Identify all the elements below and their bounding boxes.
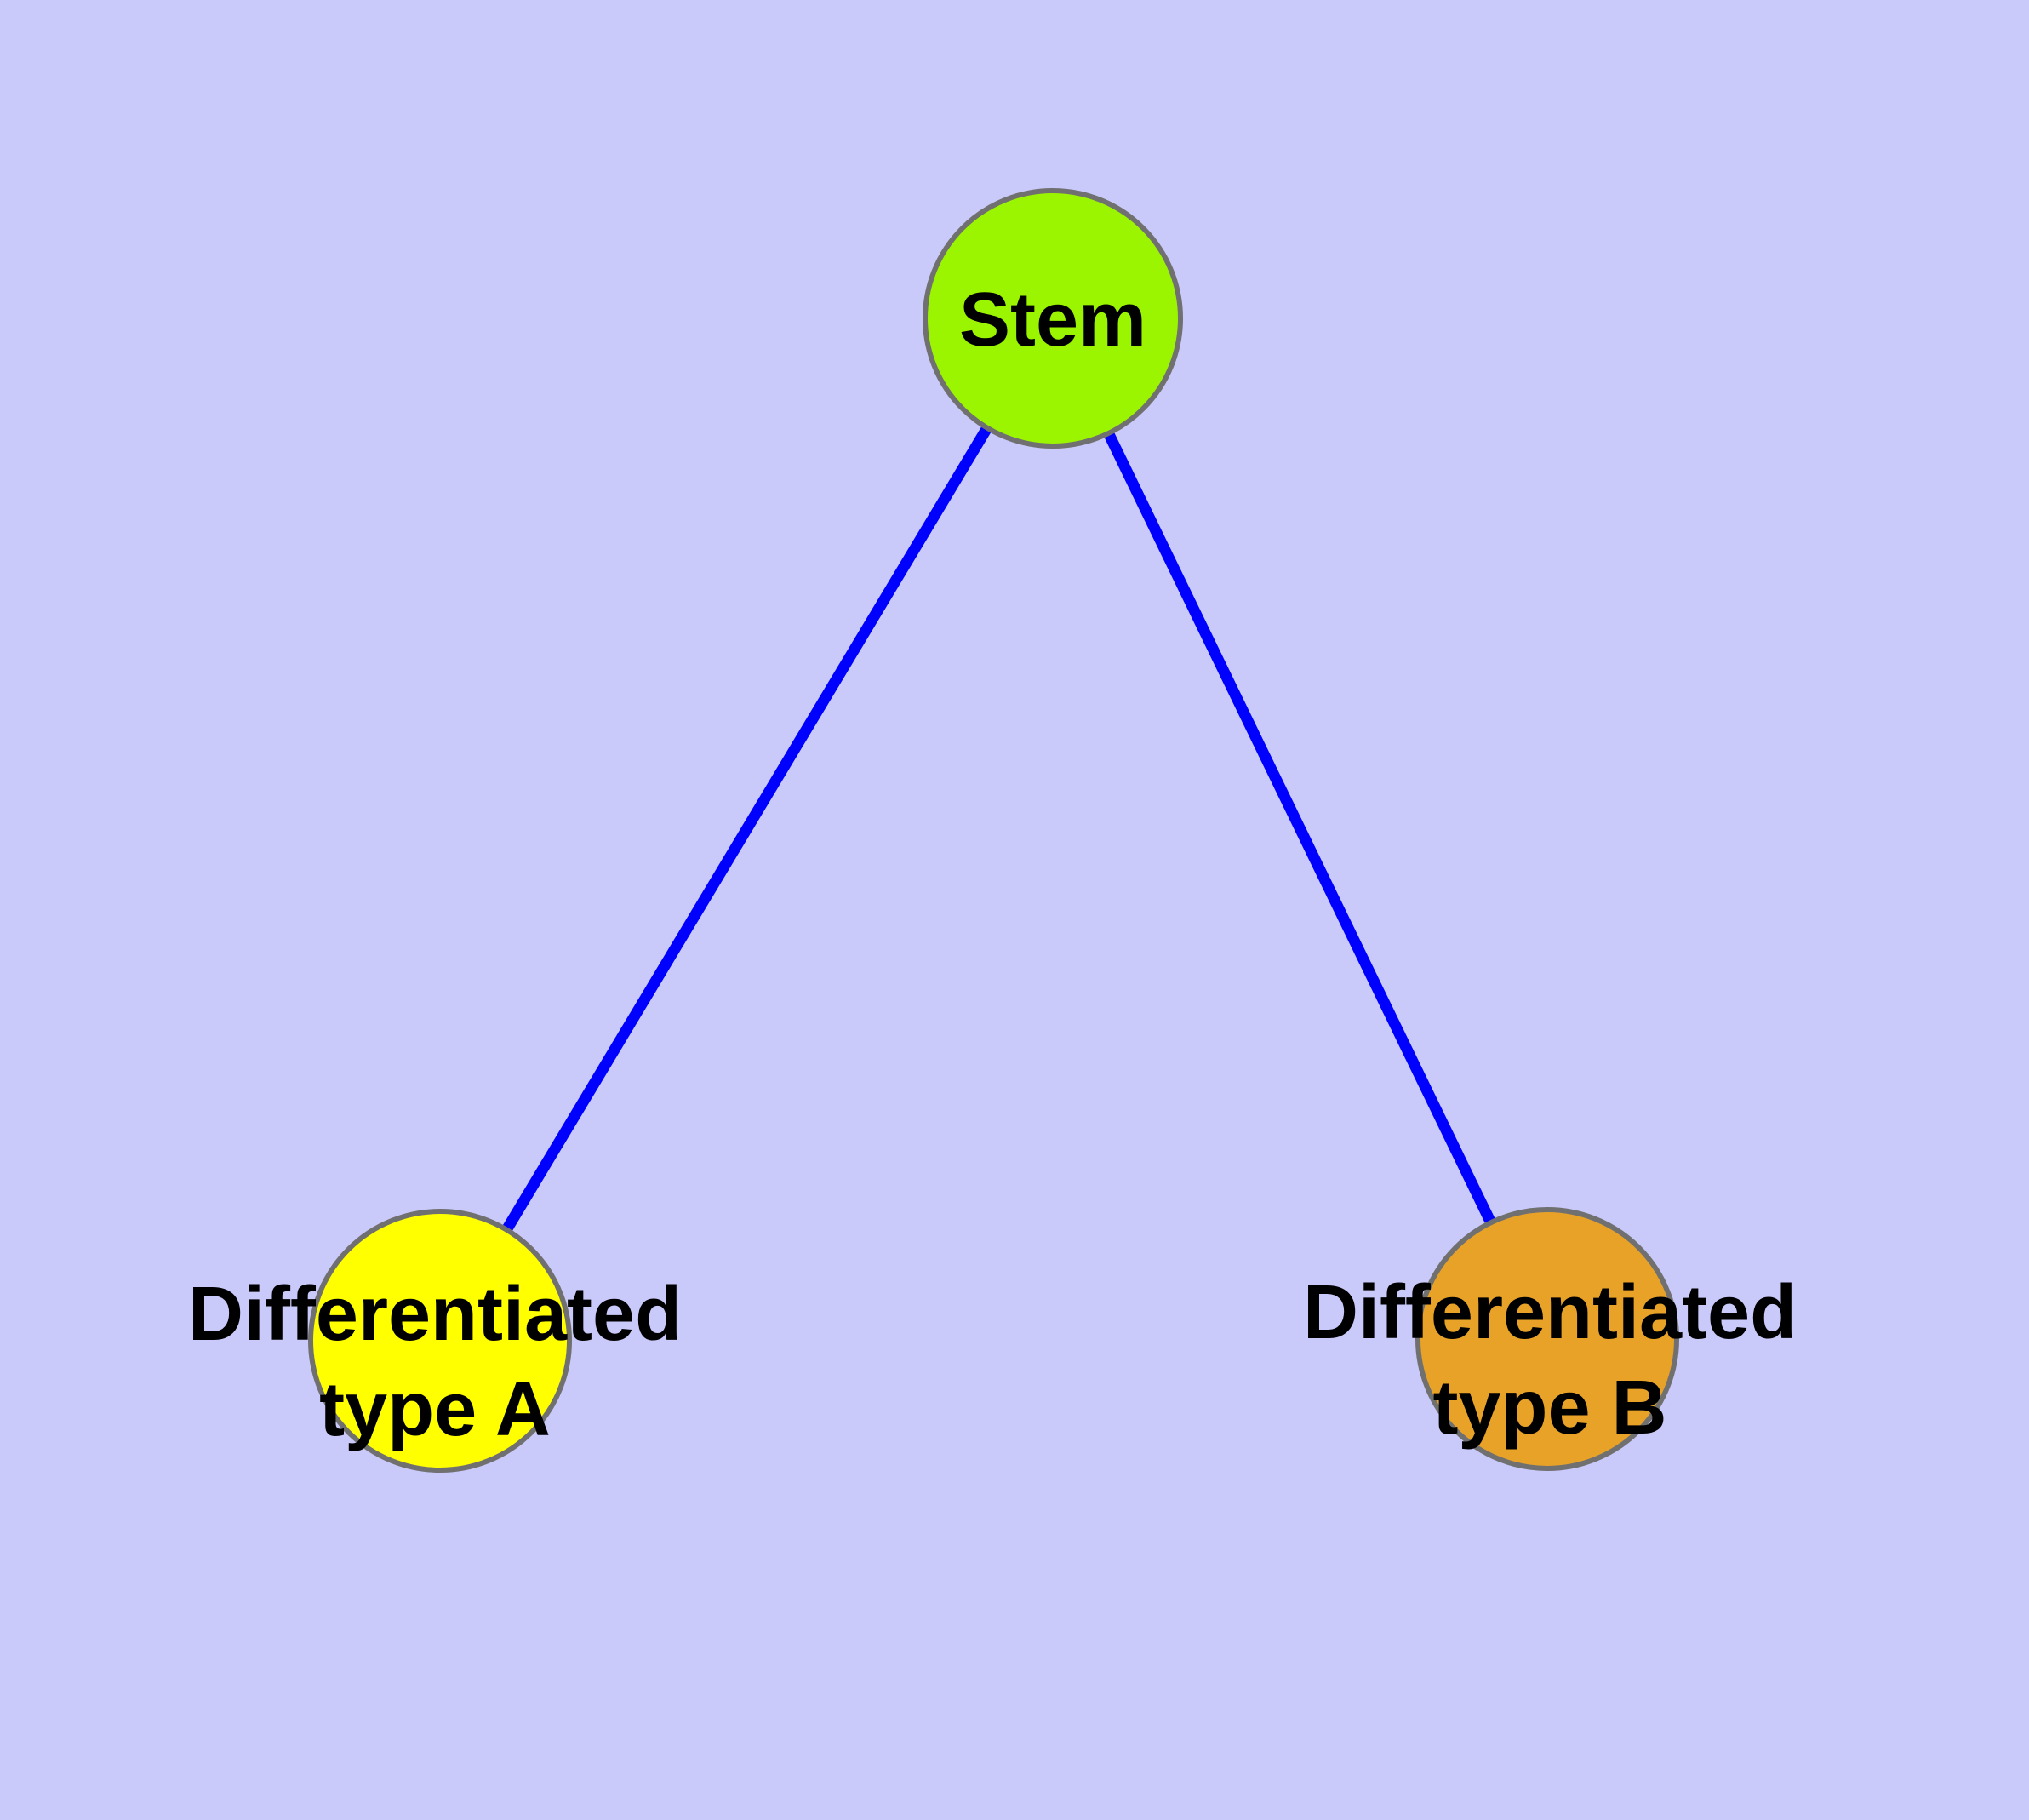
- node-differentiated-type-a: [308, 1209, 572, 1473]
- node-stem: [923, 188, 1183, 449]
- node-differentiated-type-b: [1415, 1207, 1679, 1471]
- node-label-type-b-line-1: Differentiated: [1302, 1270, 1798, 1355]
- edge-stem-to-type-b: [1048, 316, 1552, 1342]
- node-label-stem: Stem: [959, 272, 1146, 368]
- edge-stem-to-type-a: [435, 315, 1058, 1344]
- node-label-type-a-line-2: type A: [319, 1367, 551, 1452]
- node-label-type-b-line-2: type B: [1432, 1365, 1667, 1451]
- node-label-stem-text: Stem: [958, 278, 1147, 363]
- node-label-differentiated-type-b: Differentiated type B: [1303, 1265, 1797, 1456]
- node-label-type-a-line-1: Differentiated: [187, 1272, 683, 1357]
- node-label-differentiated-type-a: Differentiated type A: [188, 1267, 682, 1457]
